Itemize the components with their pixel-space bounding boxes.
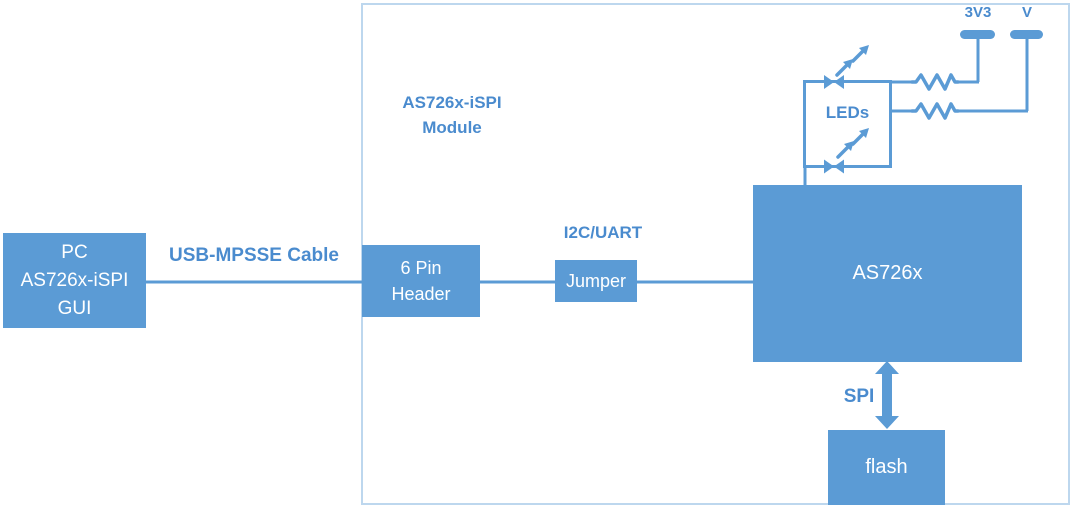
pc-gui-line2: AS726x-iSPI [20,269,129,291]
six-pin-header-line2: Header [391,284,451,304]
pc-gui-block: PC AS726x-iSPI GUI [3,233,146,328]
usb-mpsse-cable-label: USB-MPSSE Cable [169,245,339,266]
flash-block: flash [828,430,945,505]
jumper-label: Jumper [565,270,627,291]
six-pin-header-block: 6 Pin Header [362,245,480,317]
leds-label: LEDs [825,103,870,122]
pc-gui-line1: PC [61,241,88,263]
module-title: AS726x-iSPI Module [368,90,536,140]
rail-v-label: V [1021,4,1032,21]
module-title-line1: AS726x-iSPI [402,93,502,112]
as726x-label: AS726x [852,262,923,284]
i2c-uart-label: I2C/UART [563,223,643,242]
six-pin-header-line1: 6 Pin [400,258,442,278]
pc-gui-line3: GUI [57,297,92,319]
rail-3v3-label: 3V3 [964,4,992,21]
jumper-block: Jumper [555,260,637,302]
module-title-line2: Module [422,118,482,137]
as726x-block: AS726x [753,185,1022,362]
spi-label: SPI [843,386,875,407]
flash-label: flash [865,456,908,478]
